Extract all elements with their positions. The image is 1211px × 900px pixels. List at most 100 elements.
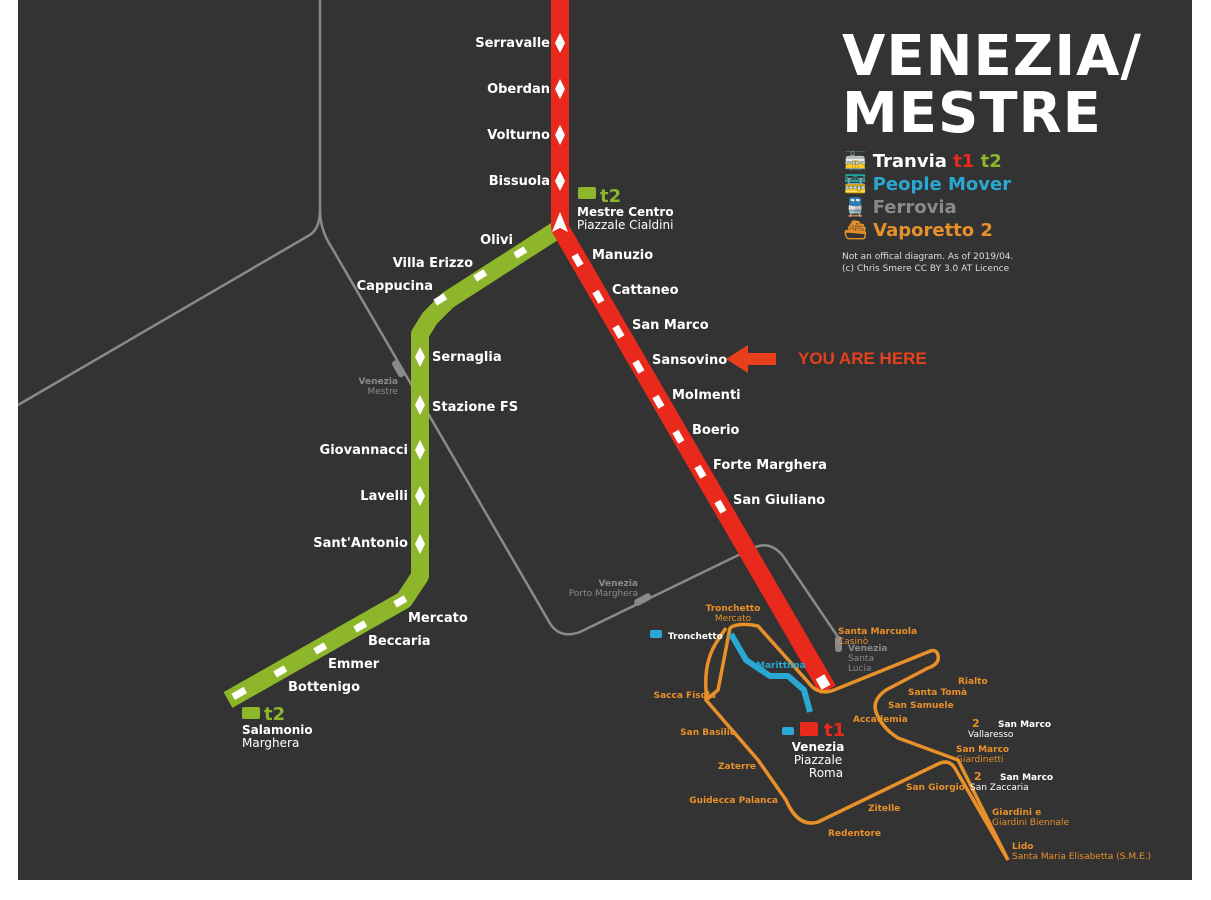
rail-stop-santa-lucia[interactable] [835, 636, 842, 652]
t2-stop-marker [273, 665, 288, 678]
title-line-1: VENEZIA/ [842, 24, 1142, 89]
t1-stop-marker [652, 394, 665, 409]
rail-stop-porto-marghera[interactable] [633, 592, 652, 607]
legend-tram-label: Tranvia [872, 151, 947, 172]
legend-people-mover: 🚟 People Mover [844, 173, 1011, 196]
t1-station-markers [555, 33, 831, 690]
tram-icon [800, 722, 818, 736]
t2-stop-marker [415, 347, 425, 367]
train-icon: 🚆 [844, 197, 867, 218]
vaporetto-route-badge: 2 [972, 717, 980, 730]
t2-station-label: Sant'Antonio [313, 536, 408, 551]
people-mover-line [728, 632, 813, 713]
legend-t2: t2 [980, 151, 1002, 172]
t1-stop-marker [672, 429, 685, 444]
vaporetto-stop-label: Accademia [853, 715, 908, 725]
vaporetto-stop-label: San Marco [956, 745, 1009, 755]
rail-porto-marghera-sub: Porto Marghera [569, 589, 638, 599]
vaporetto-stop-label: San Giorgio [906, 783, 965, 793]
t1-stop-marker [555, 171, 565, 191]
rail-line-north [18, 0, 322, 407]
venezia-terminal-label: Venezia [792, 740, 845, 754]
mestre-centro-line-badge: t2 [600, 186, 621, 207]
t1-stop-marker [714, 499, 727, 514]
vaporetto-stop-label: Redentore [828, 829, 881, 839]
rail-stop-mestre[interactable] [391, 359, 406, 378]
t2-station-label: Emmer [328, 657, 380, 672]
t1-stop-marker [632, 359, 645, 374]
vaporetto-stop-label: San Samuele [888, 701, 954, 711]
t2-station-label: Stazione FS [432, 400, 518, 415]
people-mover-icon [650, 630, 794, 735]
you-are-here-label: YOU ARE HERE [798, 349, 927, 368]
title-line-2: MESTRE [842, 81, 1102, 146]
t1-station-label: San Marco [632, 318, 709, 333]
t1-stop-marker [555, 125, 565, 145]
vaporetto-stop-label: Guidecca Palanca [689, 796, 778, 806]
people-mover-icon: 🚟 [844, 174, 867, 195]
salamonio-sub: Marghera [242, 736, 299, 750]
legend-t1: t1 [953, 151, 975, 172]
vaporetto-stop-label: Zitelle [868, 804, 900, 814]
note-line-2: (c) Chris Smere CC BY 3.0 AT Licence [842, 264, 1010, 274]
venezia-terminal-sub1: Piazzale [794, 753, 842, 767]
t2-station-label: Villa Erizzo [393, 256, 473, 271]
t2-stop-marker [433, 293, 448, 306]
vaporetto-route-badge: 2 [974, 770, 982, 783]
vaporetto-stop-sub: San Zaccaria [970, 783, 1029, 793]
note-line-1: Not an offical diagram. As of 2019/04. [842, 252, 1014, 262]
vaporetto-stop-label: San Marco [998, 720, 1051, 730]
station-labels: SerravalleOberdanVolturnoBissuolaManuzio… [242, 36, 1151, 862]
ferrovia-lines [18, 0, 842, 641]
t1-station-label: San Giuliano [733, 493, 825, 508]
t2-stop-marker [513, 246, 528, 259]
map-title: VENEZIA/ MESTRE [842, 28, 1142, 142]
legend-vaporetto-label: Vaporetto 2 [873, 220, 993, 241]
rail-santa-lucia-label: Venezia [848, 644, 888, 654]
t1-station-label: Sansovino [652, 353, 727, 368]
legend: 🚋 Tranvia t1 t2 🚟 People Mover 🚆 Ferrovi… [844, 150, 1011, 242]
t2-stop-marker [415, 486, 425, 506]
you-are-here-arrow [726, 345, 776, 373]
vaporetto-stop-sub: Vallaresso [968, 730, 1014, 740]
t1-station-label: Cattaneo [612, 283, 679, 298]
t2-stop-marker [393, 595, 408, 608]
mestre-centro-junction[interactable] [552, 212, 568, 232]
t1-stop-marker [555, 79, 565, 99]
t2-station-label: Bottenigo [288, 680, 360, 695]
legend-ferrovia-label: Ferrovia [872, 197, 957, 218]
vaporetto-north-loop [704, 622, 1010, 861]
vaporetto-stop-label: Sacca Fisola [654, 691, 716, 701]
t1-stop-marker [612, 324, 625, 339]
t2-station-label: Olivi [480, 233, 513, 248]
t1-station-label: Oberdan [487, 82, 550, 97]
t2-station-markers [231, 246, 528, 700]
t2-stop-marker [353, 620, 368, 633]
t2-stop-marker [313, 642, 328, 655]
vaporetto-stop-sub: Santa Maria Elisabetta (S.M.E.) [1012, 852, 1151, 862]
rail-porto-marghera-label: Venezia [599, 579, 639, 589]
rail-santa-lucia-sub1: Santa [848, 654, 874, 664]
salamonio-line-badge: t2 [264, 704, 285, 725]
t2-station-label: Lavelli [360, 489, 408, 504]
vaporetto-stop-label: San Basilio [680, 728, 736, 738]
t1-stop-marker [571, 253, 584, 268]
t1-station-label: Molmenti [672, 388, 741, 403]
boat-icon: ⛴ [844, 220, 867, 241]
salamonio-label: Salamonio [242, 723, 313, 737]
rail-mestre-label: Venezia [359, 377, 399, 387]
people-mover-stop-label: Tronchetto [668, 632, 723, 642]
vaporetto-stop-sub: Giardini Biennale [992, 818, 1069, 828]
t2-stop-marker [473, 269, 488, 282]
vaporetto-lines [704, 622, 1010, 861]
t2-station-label: Giovannacci [320, 443, 408, 458]
t2-station-label: Sernaglia [432, 350, 502, 365]
t2-station-label: Mercato [408, 611, 468, 626]
tram-icon [242, 187, 596, 719]
t2-line [223, 220, 565, 708]
vaporetto-stop-label: Giardini e [992, 808, 1041, 818]
legend-note: Not an offical diagram. As of 2019/04. (… [842, 251, 1013, 275]
mestre-centro-label: Mestre Centro [577, 205, 674, 219]
t1-station-label: Volturno [487, 128, 550, 143]
